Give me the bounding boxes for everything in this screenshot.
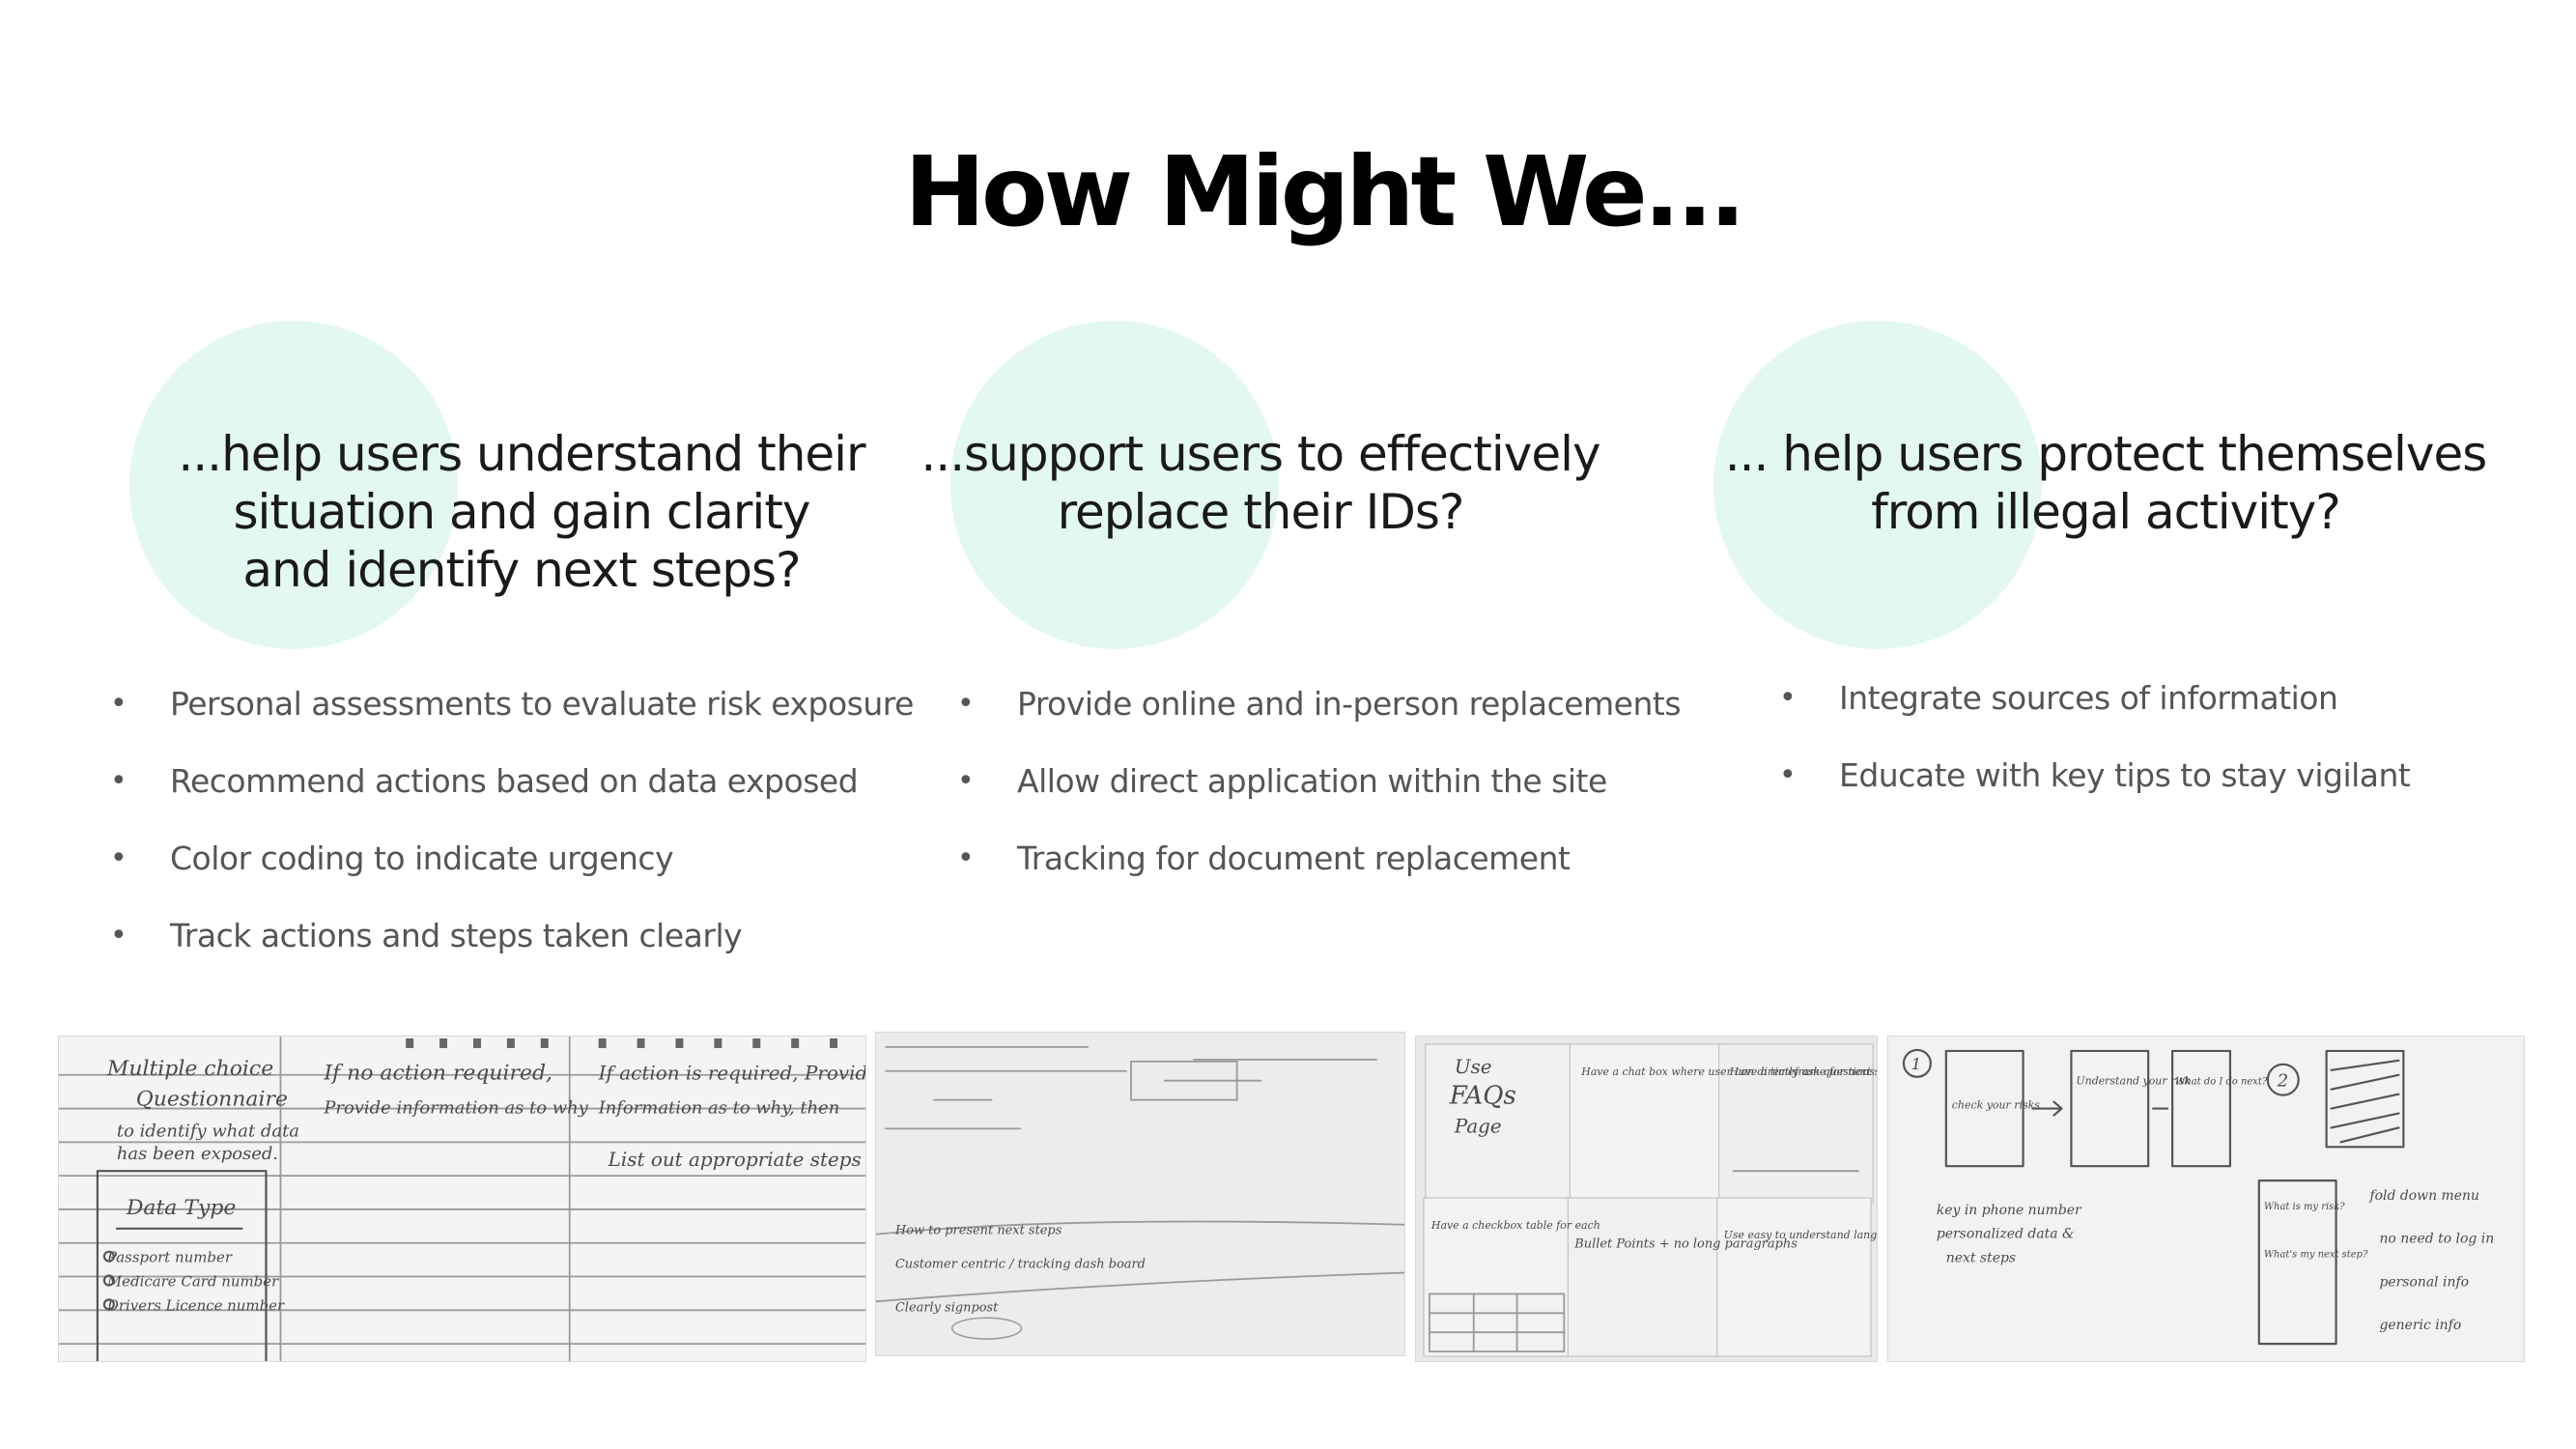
sketch-note: What do I do next? [2175,1077,2268,1088]
sketch-note: Bullet Points + no long paragraphs [1573,1237,1798,1252]
sketch-note: Understand your risk [2076,1075,2191,1088]
sketch-note: Medicare Card number [106,1272,279,1290]
bullet-item: Provide online and in-person replacement… [957,682,1682,759]
wireframe-sketch-photo: 1 2 check your risks Understand your ris… [1887,1036,2525,1362]
sketch-note: 2 [2277,1071,2288,1092]
hmw-heading-protect: ... help users protect themselves from i… [1710,425,2502,541]
sketch-note: If no action required, [323,1062,552,1086]
sketch-note: Use easy to understand language that's D… [1724,1229,1877,1241]
bullet-list-protect: Integrate sources of information Educate… [1779,676,2411,831]
page-title: How Might We... [904,135,1745,248]
sketch-note: Information as to why, then [598,1098,840,1119]
sketch-note: Data Type [126,1196,237,1220]
sketch-note: What is my risk? [2264,1202,2345,1212]
bullet-item: Integrate sources of information [1779,676,2410,753]
sketch-note: 1 [1911,1055,1921,1073]
sketch-note: Provide information as to why [323,1098,588,1119]
sketch-note: no need to log in [2379,1232,2494,1247]
sketch-note: generic info [2379,1318,2461,1333]
sketch-note: Customer centric / tracking dash board [895,1258,1146,1272]
sketch-note: Page [1454,1115,1502,1137]
sketch-note: check your risks [1952,1099,2040,1112]
sketch-note: fold down menu [2368,1188,2478,1204]
sketch-note: personal info [2379,1274,2469,1290]
sketch-note: personalized data & [1937,1227,2075,1242]
bullet-item: Track actions and steps taken clearly [110,914,914,991]
sketch-note: key in phone number [1937,1203,2082,1218]
paper-panels-sketch: Use FAQs Page Have a chat box where user… [1423,1043,1877,1357]
heading-line: ...support users to effectively [920,426,1600,482]
bullet-list-replace: Provide online and in-person replacement… [957,682,1682,914]
sketch-note: Have a timeframe for next steps [1729,1065,1877,1078]
heading-line: replace their IDs? [1057,484,1465,540]
sketch-note: next steps [1946,1251,2016,1266]
bullet-item: Personal assessments to evaluate risk ex… [110,682,914,759]
accent-circle [129,321,458,649]
accent-circle [950,321,1279,649]
sketch-note: If action is required, Provide [598,1063,865,1085]
sketch-note: List out appropriate steps [608,1149,862,1171]
bullet-item: Tracking for document replacement [957,837,1681,914]
whiteboard-sketch-photo: How to present next steps Customer centr… [875,1032,1405,1356]
sketch-note: What's my next step? [2264,1250,2368,1261]
sketch-note: Questionnaire [136,1088,288,1112]
sketch-note: Clearly signpost [895,1300,999,1315]
sketch-note: Have a checkbox table for each [1430,1219,1600,1232]
sketch-note: Have a chat box where user can directly … [1580,1065,1875,1078]
sketch-note: to identify what data [117,1121,299,1141]
sketch-note: Use [1455,1056,1492,1078]
notebook-sketch: Multiple choice Questionnaire to identif… [59,1037,865,1361]
hmw-heading-replace: ...support users to effectively replace … [874,425,1647,541]
wireframe-sketch: 1 2 check your risks Understand your ris… [1902,1048,2494,1346]
sketch-note: Multiple choice [106,1057,273,1081]
sketch-note: Drivers Licence number [106,1296,285,1314]
heading-line: ...help users understand their [178,426,865,482]
whiteboard-sketch: How to present next steps Customer centr… [876,1046,1404,1340]
sketch-note: has been exposed. [117,1144,278,1164]
bullet-item: Recommend actions based on data exposed [110,759,914,837]
paper-panels-sketch-photo: Use FAQs Page Have a chat box where user… [1415,1036,1878,1362]
bullet-item: Educate with key tips to stay vigilant [1779,753,2411,831]
heading-line: and identify next steps? [242,542,801,598]
bullet-item: Color coding to indicate urgency [110,837,914,914]
bullet-item: Allow direct application within the site [957,759,1681,837]
notebook-sketch-photo: Multiple choice Questionnaire to identif… [58,1036,866,1362]
accent-circle [1713,321,2042,649]
heading-line: ... help users protect themselves [1724,426,2488,482]
heading-line: from illegal activity? [1871,484,2341,540]
sketch-note: FAQs [1449,1082,1516,1111]
bullet-list-understand: Personal assessments to evaluate risk ex… [110,682,914,991]
hmw-heading-understand: ...help users understand their situation… [135,425,908,599]
sketch-note: How to present next steps [894,1224,1062,1238]
sketch-note: Passport number [106,1249,233,1266]
heading-line: situation and gain clarity [233,484,810,540]
